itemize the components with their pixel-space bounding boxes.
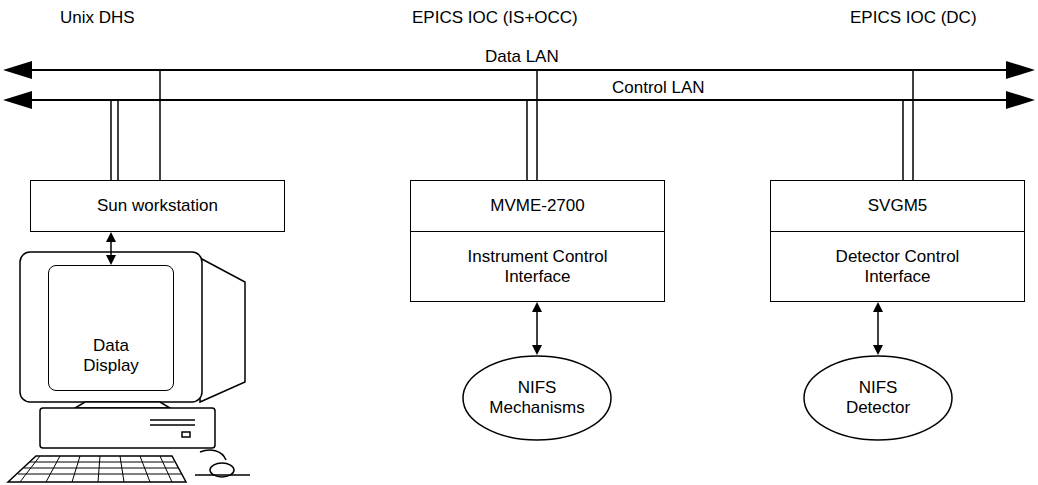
interface-box: Instrument Control Interface bbox=[410, 231, 665, 302]
workstation-box: Sun workstation bbox=[30, 180, 285, 232]
host-label: Unix DHS bbox=[58, 8, 137, 28]
connector-arrow bbox=[106, 232, 116, 265]
node-text: Data Display bbox=[66, 336, 156, 376]
node-text: SVGM5 bbox=[868, 196, 928, 216]
node-text: Instrument Control Interface bbox=[450, 247, 625, 287]
network-label: Control LAN bbox=[610, 78, 707, 98]
node-text: NIFS Detector bbox=[828, 378, 928, 418]
hardware-ellipse: NIFS Mechanisms bbox=[462, 355, 612, 441]
computer-illustration bbox=[8, 252, 250, 482]
lan-arrowhead bbox=[3, 61, 32, 79]
interface-box: Detector Control Interface bbox=[770, 231, 1025, 302]
node-text: NIFS Mechanisms bbox=[487, 378, 587, 418]
network-label: Data LAN bbox=[483, 47, 561, 67]
node-text: MVME-2700 bbox=[490, 196, 584, 216]
monitor-screen: Data Display bbox=[48, 265, 174, 391]
connector-arrow bbox=[873, 302, 883, 355]
lan-taps bbox=[111, 70, 913, 181]
node-text: Sun workstation bbox=[97, 196, 218, 216]
lan-arrowhead bbox=[1006, 91, 1035, 109]
connector-arrow bbox=[532, 302, 542, 355]
cpu-board-box: SVGM5 bbox=[770, 180, 1025, 232]
lan-arrowhead bbox=[1006, 61, 1035, 79]
host-label: EPICS IOC (DC) bbox=[848, 8, 979, 28]
lan-arrowhead bbox=[3, 91, 32, 109]
host-label: EPICS IOC (IS+OCC) bbox=[410, 8, 580, 28]
lan-line bbox=[28, 99, 1010, 101]
hardware-ellipse: NIFS Detector bbox=[803, 355, 953, 441]
node-text: Detector Control Interface bbox=[823, 247, 973, 287]
cpu-board-box: MVME-2700 bbox=[410, 180, 665, 232]
lan-line bbox=[28, 69, 1010, 71]
